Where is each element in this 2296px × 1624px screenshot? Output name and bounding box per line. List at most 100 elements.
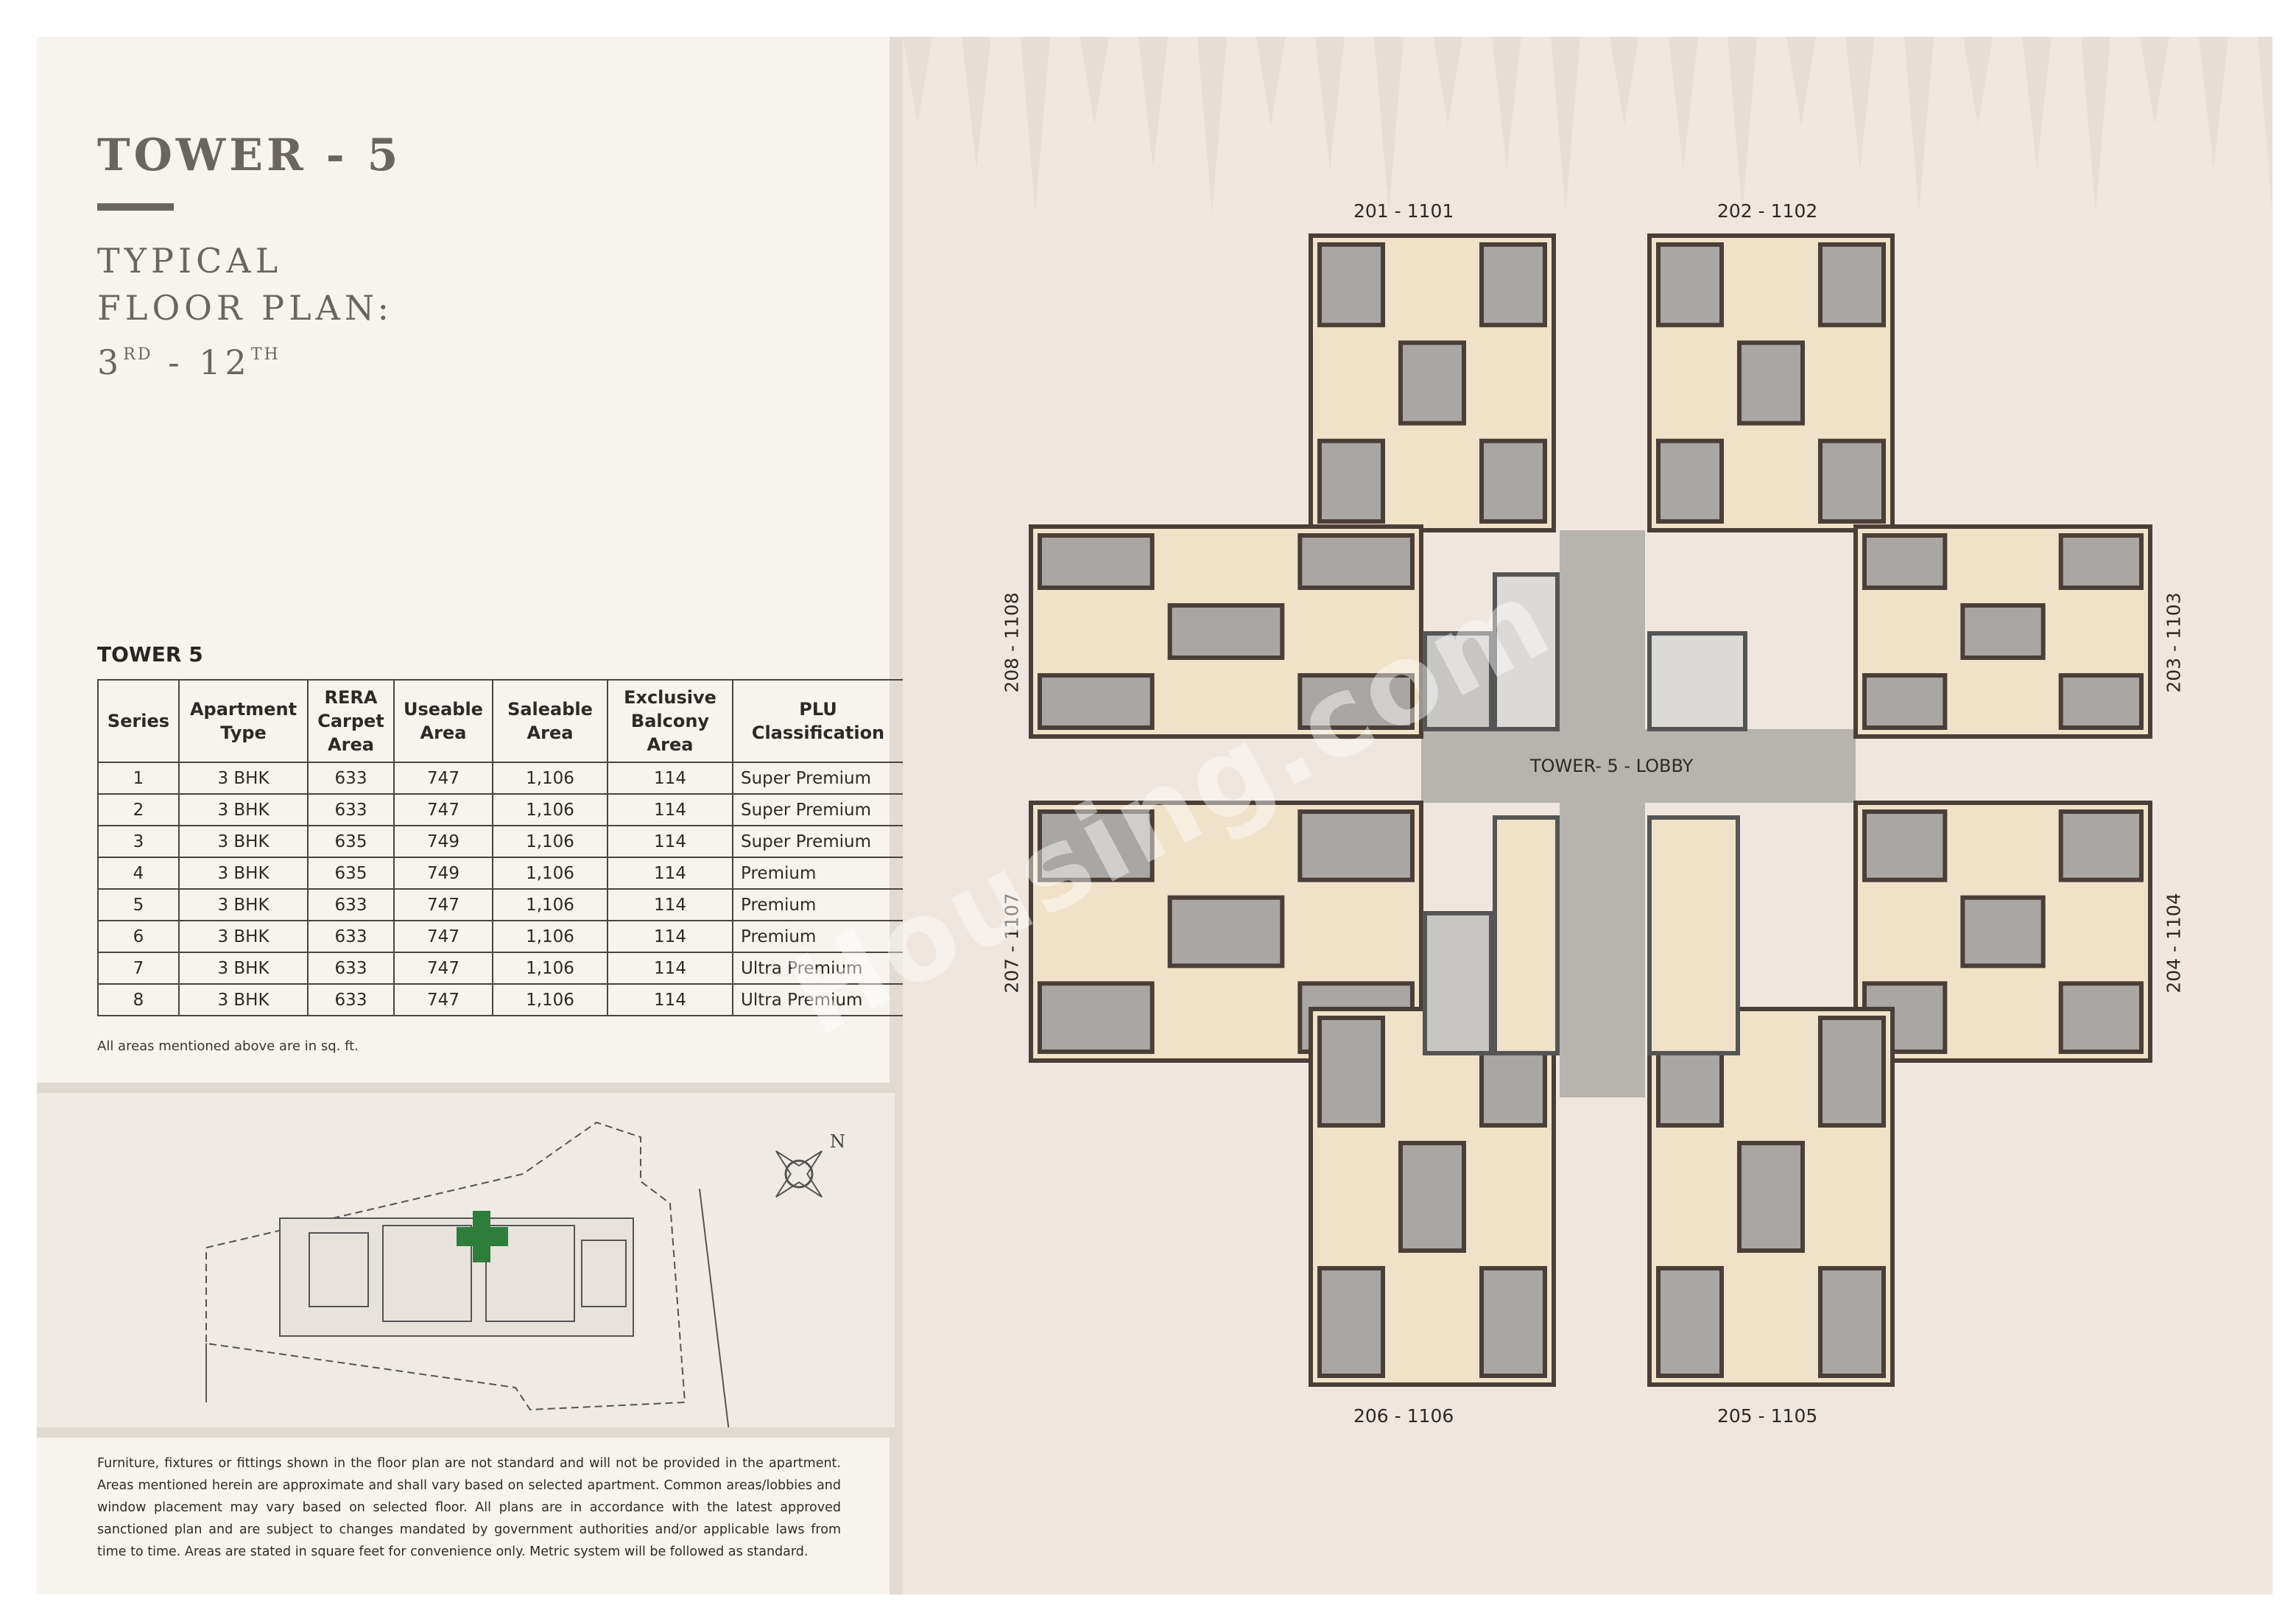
pattern-triangle: [1374, 37, 1404, 214]
table-cell: 747: [393, 888, 493, 921]
room: [1818, 1016, 1886, 1128]
table-cell: 3 BHK: [178, 793, 309, 826]
table-cell: 749: [393, 857, 493, 890]
table-cell: 3 BHK: [178, 920, 309, 953]
table-cell: 114: [607, 793, 733, 826]
room: [1317, 438, 1385, 524]
table-cell: 633: [307, 952, 395, 985]
unit-label-bottom-right: 205 - 1105: [1717, 1405, 1818, 1427]
table-cell: 747: [393, 983, 493, 1016]
table-cell: 114: [607, 857, 733, 890]
staircase: [1493, 815, 1560, 1055]
staircase: [1647, 815, 1740, 1055]
unit-label-bottom-left: 206 - 1106: [1353, 1405, 1454, 1427]
room: [1656, 438, 1724, 524]
floor-to-suffix: TH: [250, 345, 281, 364]
pattern-triangle: [2081, 37, 2110, 214]
pattern-triangle: [1904, 37, 1934, 214]
column-header: Series: [97, 679, 180, 763]
table-cell: Super Premium: [732, 793, 904, 826]
table-cell: 3 BHK: [178, 857, 309, 890]
room: [1297, 533, 1415, 590]
compass-icon: N: [775, 1131, 845, 1198]
table-cell: 114: [607, 983, 733, 1016]
pattern-triangle: [962, 37, 991, 169]
pattern-triangle: [1610, 37, 1639, 125]
lift: [1423, 631, 1493, 731]
room: [1398, 1141, 1466, 1253]
pattern-triangle: [1138, 37, 1168, 169]
subtitle-line1: TYPICAL: [97, 241, 283, 281]
room: [1167, 603, 1285, 660]
room: [1398, 340, 1466, 426]
room: [1317, 1266, 1385, 1378]
pattern-triangle: [2199, 37, 2228, 169]
floor-from: 3: [97, 342, 124, 382]
pattern-triangle: [1492, 37, 1521, 169]
table-cell: Premium: [732, 920, 904, 953]
table-cell: 635: [307, 825, 395, 858]
room: [1479, 438, 1547, 524]
table-cell: 1,106: [492, 952, 608, 985]
pattern-triangle: [2022, 37, 2052, 169]
column-header: Saleable Area: [492, 679, 608, 763]
table-cell: 747: [393, 793, 493, 826]
title-underline: [97, 203, 174, 211]
subtitle-line2: FLOOR PLAN:: [97, 288, 393, 328]
pattern-triangle: [1021, 37, 1050, 214]
pattern-triangle: [1845, 37, 1875, 169]
pattern-triangle: [1669, 37, 1698, 169]
tower-5-highlight: [457, 1211, 508, 1262]
room: [1737, 1141, 1805, 1253]
section-divider: [37, 1083, 895, 1093]
table-cell: 3 BHK: [178, 762, 309, 795]
site-plan-drawing: N: [205, 1121, 845, 1433]
room: [1038, 981, 1155, 1055]
table-cell: 3 BHK: [178, 952, 309, 985]
room: [1317, 1016, 1385, 1128]
room: [1862, 533, 1948, 590]
table-cell: 633: [307, 762, 395, 795]
table-cell: 1,106: [492, 793, 608, 826]
pattern-triangle: [1963, 37, 1993, 125]
unit-label-top-right: 202 - 1102: [1717, 200, 1818, 222]
pattern-triangle: [1433, 37, 1462, 125]
room: [2058, 809, 2144, 882]
lobby-hall: [1421, 729, 1856, 803]
room: [2058, 673, 2144, 730]
table-cell: 749: [393, 825, 493, 858]
table-cell: 633: [307, 793, 395, 826]
pattern-triangle: [1786, 37, 1816, 125]
room: [1960, 603, 2046, 660]
room: [1038, 673, 1155, 730]
lobby-corridor: [1560, 530, 1645, 1097]
table-cell: Super Premium: [732, 762, 904, 795]
pattern-triangle: [1728, 37, 1757, 214]
pattern-triangle: [2140, 37, 2169, 125]
room: [1479, 1266, 1547, 1378]
table-cell: 1,106: [492, 825, 608, 858]
table-cell: Super Premium: [732, 825, 904, 858]
room: [1317, 242, 1385, 328]
tower-5-marker: [457, 1227, 508, 1246]
column-header: Apartment Type: [178, 679, 309, 763]
room: [1656, 1266, 1724, 1378]
table-cell: 6: [97, 920, 180, 953]
table-cell: 2: [97, 793, 180, 826]
room: [1297, 809, 1415, 882]
table-cell: 635: [307, 857, 395, 890]
table-cell: 1,106: [492, 762, 608, 795]
floor-range: 3RD - 12TH: [97, 331, 281, 386]
unit-label-right-top: 203 - 1103: [2163, 592, 2185, 693]
table-cell: 8: [97, 983, 180, 1016]
table-cell: 5: [97, 888, 180, 921]
table-title: TOWER 5: [97, 642, 203, 667]
pattern-triangle: [903, 37, 932, 125]
room: [1479, 242, 1547, 328]
table-cell: 3 BHK: [178, 983, 309, 1016]
table-cell: 633: [307, 983, 395, 1016]
